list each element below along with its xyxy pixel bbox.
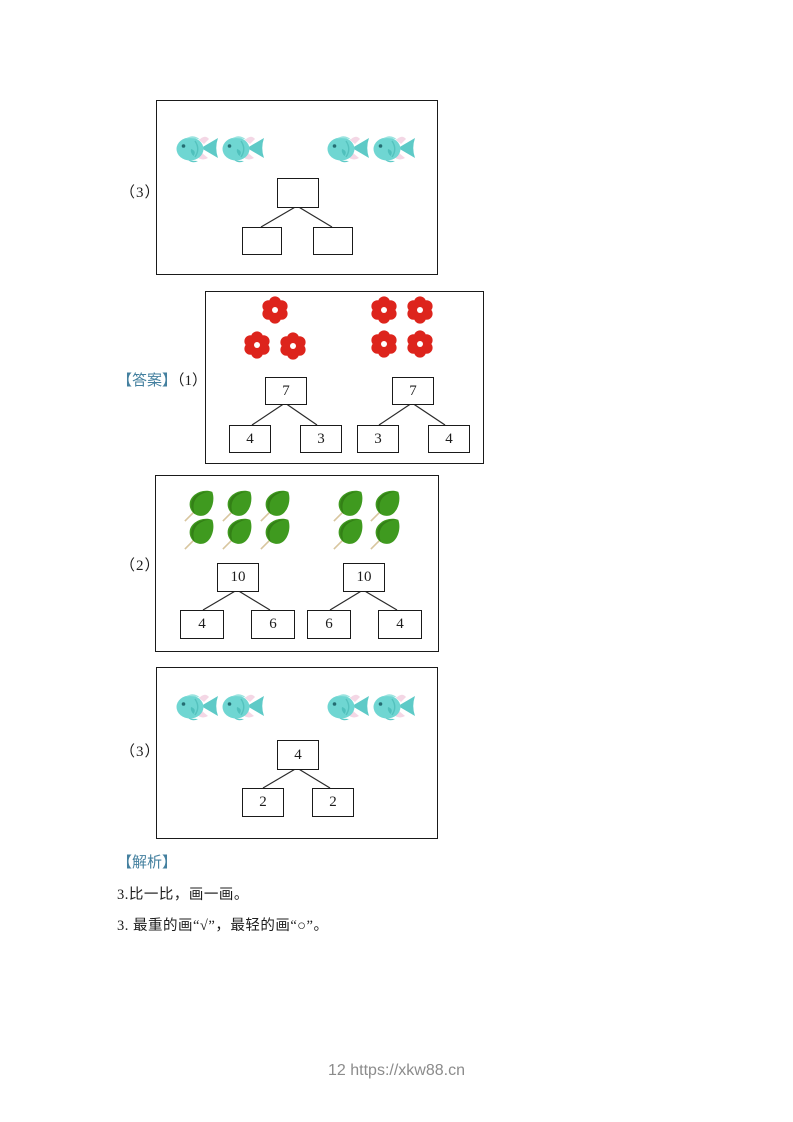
fish-icon — [326, 689, 372, 723]
fish-icon — [372, 131, 418, 165]
number-bond-child-box — [242, 227, 282, 255]
number-bond-parent-box: 7 — [265, 377, 307, 405]
flower-icon — [370, 296, 398, 324]
fish-icon — [175, 131, 221, 165]
fish-icon — [175, 689, 221, 723]
item-label: （3） — [120, 744, 161, 760]
analysis-label: 【解析】 — [117, 855, 178, 871]
leaf-icon — [183, 517, 217, 551]
answer-row: 【答案】（1） — [117, 369, 207, 390]
number-bond-child-box: 3 — [300, 425, 342, 453]
number-bond-parent-box — [277, 178, 319, 208]
number-bond-parent-box: 7 — [392, 377, 434, 405]
flower-icon — [406, 296, 434, 324]
number-bond-parent-box: 10 — [343, 563, 385, 592]
question-line: 3. 最重的画“√”，最轻的画“○”。 — [117, 918, 329, 934]
fish-icon — [372, 689, 418, 723]
number-bond-child-box — [313, 227, 353, 255]
number-bond-child-box: 4 — [229, 425, 271, 453]
number-bond-child-box: 2 — [312, 788, 354, 817]
analysis-line: 3.比一比，画一画。 — [117, 887, 249, 903]
flower-icon — [406, 330, 434, 358]
leaf-icon — [332, 517, 366, 551]
number-bond-child-box: 4 — [378, 610, 422, 639]
number-bond-parent-box: 10 — [217, 563, 259, 592]
number-bond-parent-box: 4 — [277, 740, 319, 770]
item-label: （3） — [120, 185, 161, 201]
number-bond-child-box: 6 — [251, 610, 295, 639]
item-label: （1） — [177, 373, 208, 389]
leaf-icon — [259, 517, 293, 551]
number-bond-child-box: 4 — [180, 610, 224, 639]
flower-icon — [243, 331, 271, 359]
number-bond-child-box: 3 — [357, 425, 399, 453]
fish-icon — [326, 131, 372, 165]
flower-icon — [261, 296, 289, 324]
number-bond-child-box: 4 — [428, 425, 470, 453]
leaf-icon — [221, 517, 255, 551]
fish-icon — [221, 689, 267, 723]
leaf-icon — [369, 517, 403, 551]
flower-icon — [279, 332, 307, 360]
answer-label: 【答案】 — [117, 373, 178, 389]
page-footer: 12 https://xkw88.cn — [328, 1062, 465, 1079]
number-bond-child-box: 2 — [242, 788, 284, 817]
flower-icon — [370, 330, 398, 358]
number-bond-child-box: 6 — [307, 610, 351, 639]
fish-icon — [221, 131, 267, 165]
item-label: （2） — [120, 558, 161, 574]
